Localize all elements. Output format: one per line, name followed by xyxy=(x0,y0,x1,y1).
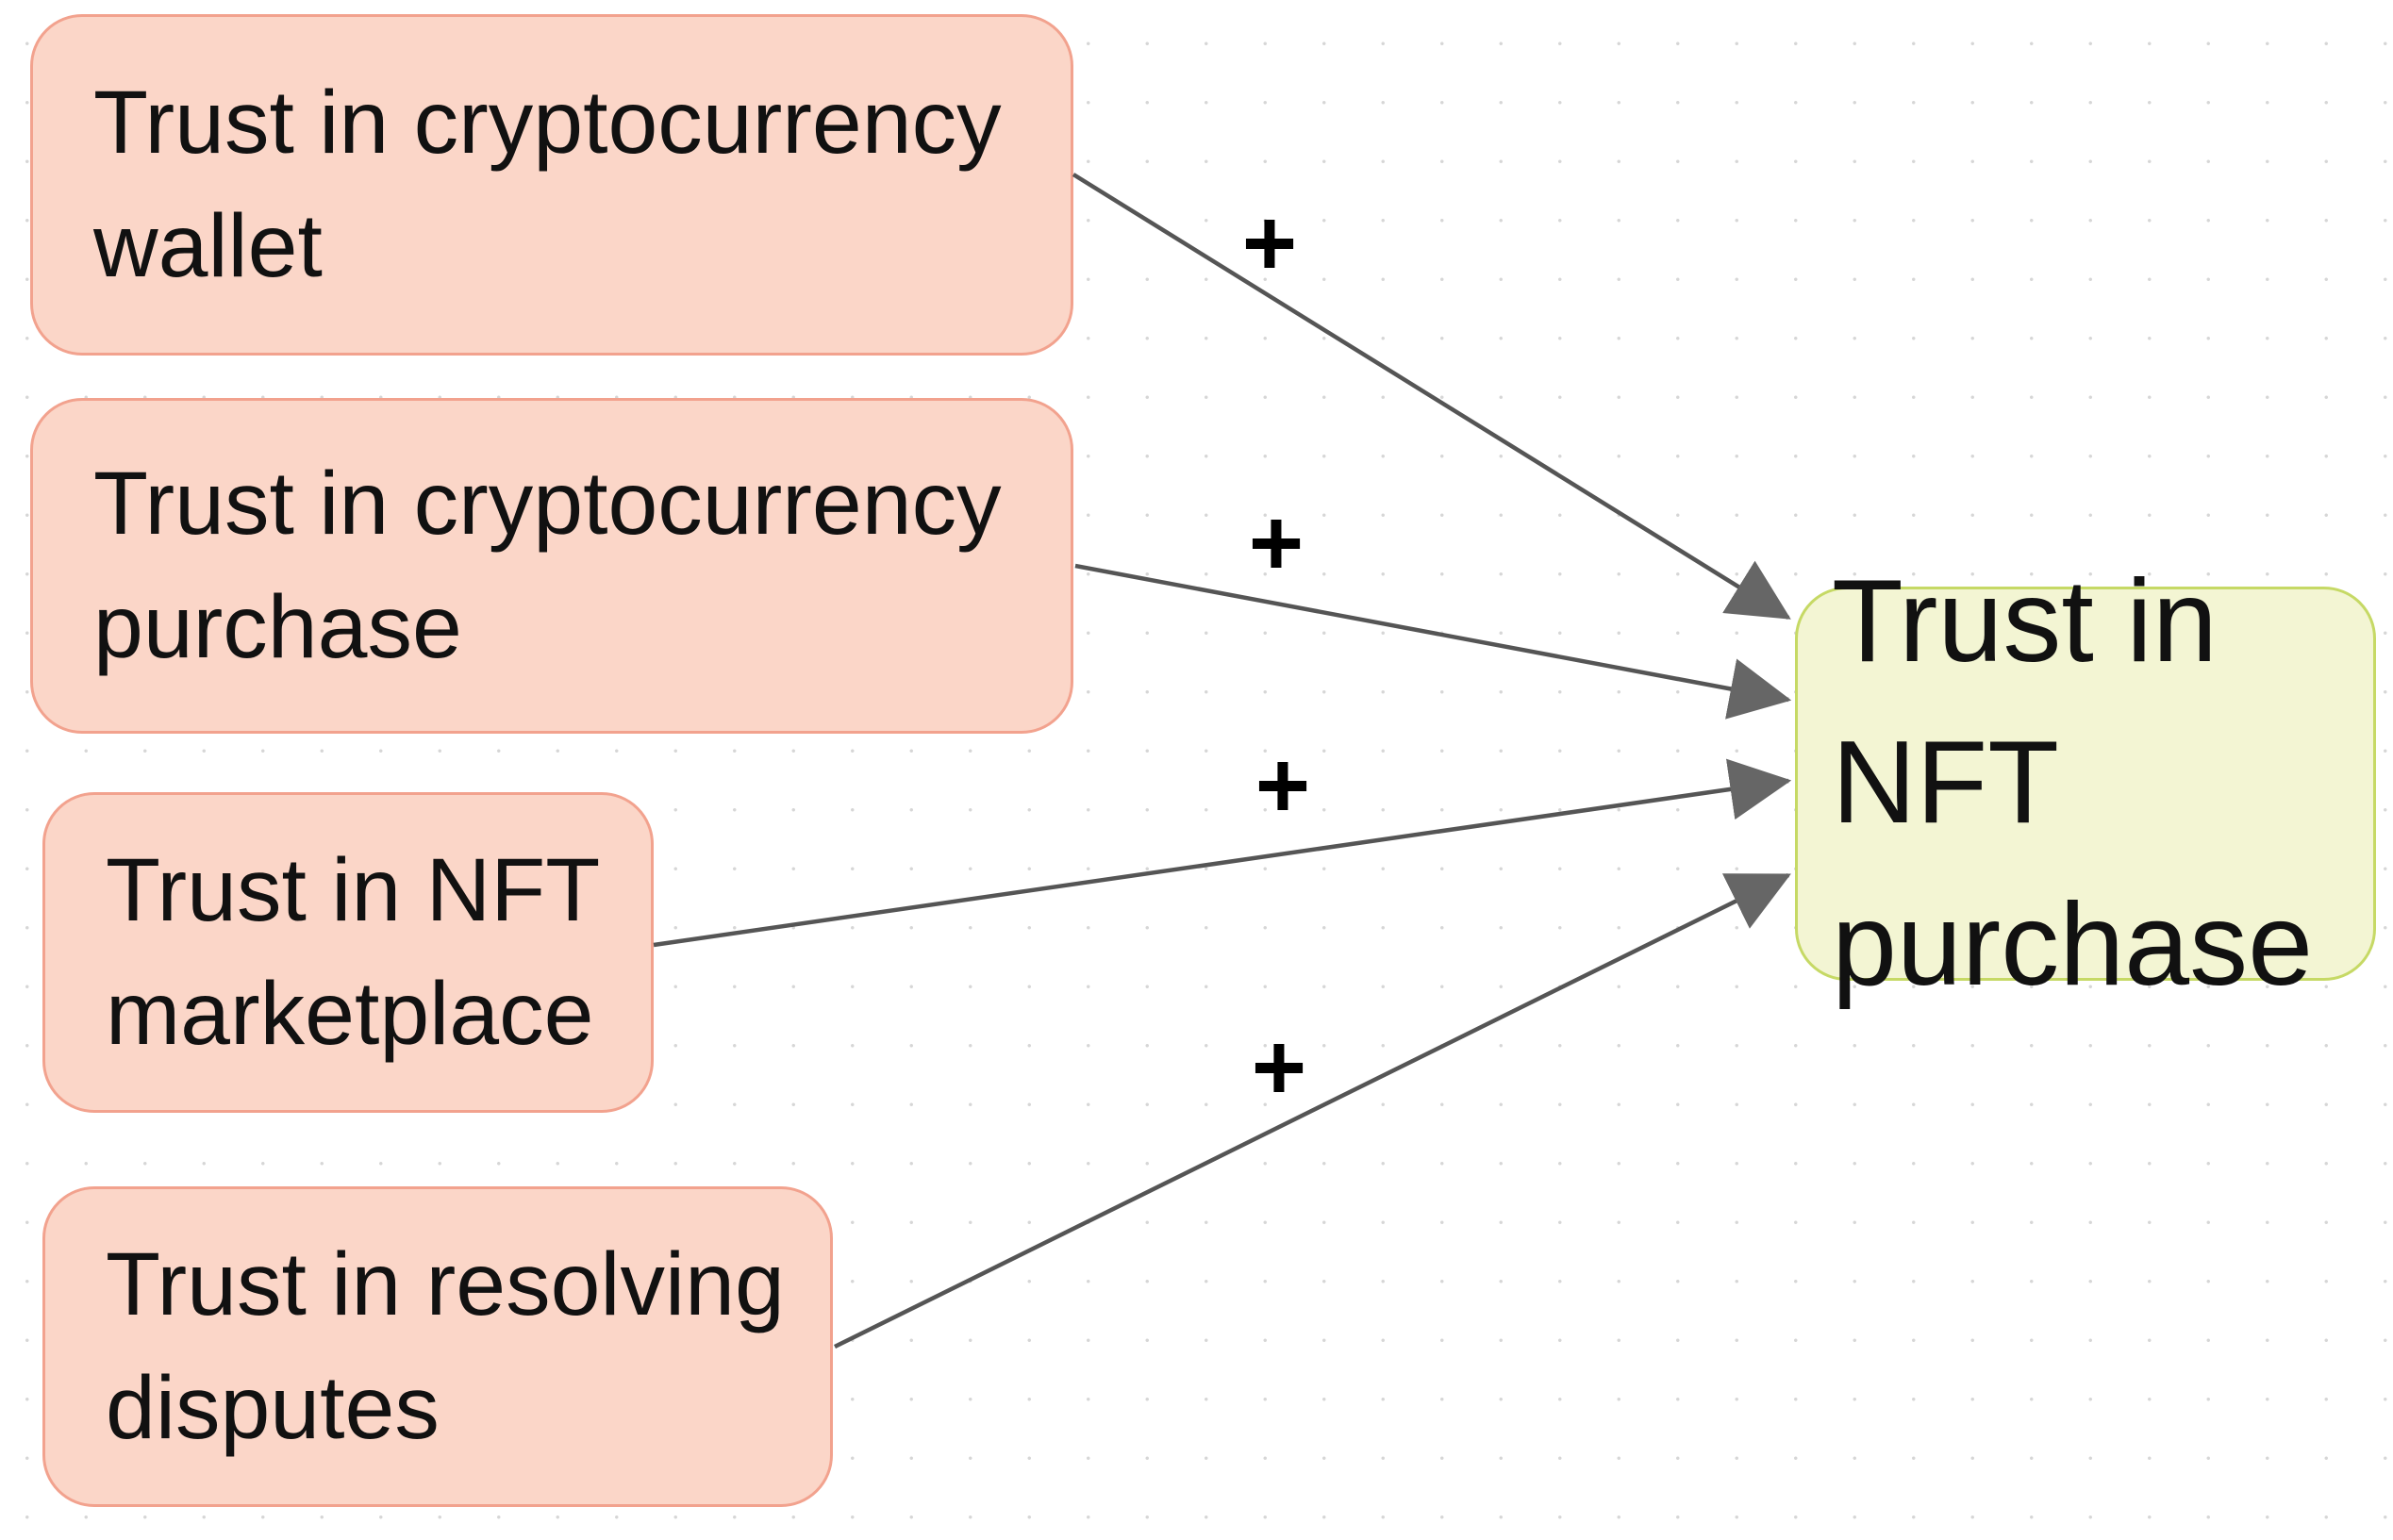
edge-line-wallet-to-purchase xyxy=(1072,173,1791,620)
node-label: Trust in NFT purchase xyxy=(1832,556,2314,1010)
node-trust-in-nft-purchase: Trust in NFT purchase xyxy=(1795,556,2376,1010)
edge-sign-positive: + xyxy=(1241,190,1298,296)
node-trust-in-resolving-disputes: Trust in resolving disputes xyxy=(42,1186,833,1507)
node-label: Trust in NFT marketplace xyxy=(106,839,601,1064)
edge-line-marketplace-to-purchase xyxy=(653,758,1792,948)
edge-line-disputes-to-purchase xyxy=(834,872,1791,1350)
edge-sign-positive: + xyxy=(1251,1015,1307,1120)
edge-sign-positive: + xyxy=(1255,733,1311,838)
node-label: Trust in cryptocurrency purchase xyxy=(93,453,1002,677)
node-trust-in-cryptocurrency-wallet: Trust in cryptocurrency wallet xyxy=(30,14,1073,356)
node-label: Trust in resolving disputes xyxy=(106,1234,785,1458)
edge-sign-positive: + xyxy=(1248,490,1305,596)
node-label: Trust in cryptocurrency wallet xyxy=(93,72,1002,296)
node-trust-in-cryptocurrency-purchase: Trust in cryptocurrency purchase xyxy=(30,398,1073,734)
node-trust-in-nft-marketplace: Trust in NFT marketplace xyxy=(42,792,654,1113)
edge-line-cryptopurchase-to-purchase xyxy=(1074,563,1792,720)
